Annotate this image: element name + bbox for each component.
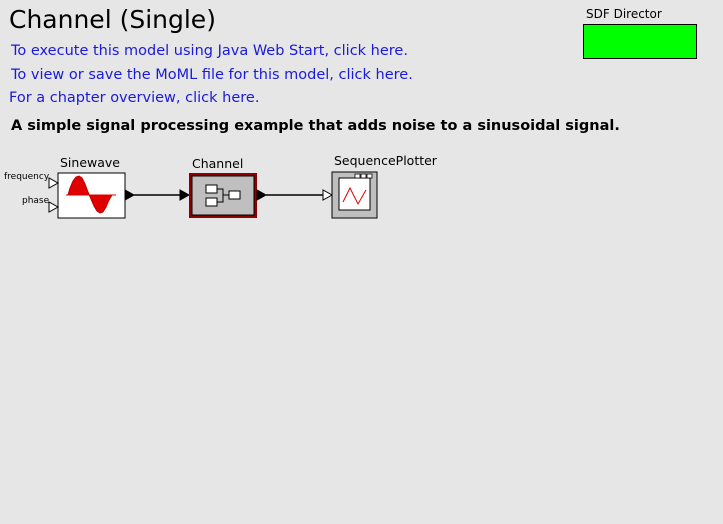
- channel-label: Channel: [192, 156, 244, 171]
- frequency-port: [48, 177, 60, 189]
- phase-port-label: phase: [22, 196, 50, 206]
- sinewave-actor[interactable]: [57, 172, 126, 219]
- page-title: Channel (Single): [9, 5, 216, 34]
- sdf-director-label: SDF Director: [586, 7, 662, 21]
- sequence-plotter-actor[interactable]: [331, 171, 378, 219]
- plot-window-icon: [338, 173, 373, 211]
- plotter-input-port: [322, 189, 334, 201]
- sinewave-label: Sinewave: [60, 155, 120, 170]
- model-description: A simple signal processing example that …: [11, 118, 620, 134]
- channel-output-port: [256, 189, 268, 201]
- sdf-director-block[interactable]: [583, 24, 697, 59]
- java-web-start-link[interactable]: To execute this model using Java Web Sta…: [11, 43, 408, 59]
- sine-wave-icon: [67, 175, 113, 214]
- frequency-port-label: frequency: [4, 172, 50, 182]
- sequence-plotter-label: SequencePlotter: [334, 153, 437, 168]
- phase-port: [48, 201, 60, 213]
- chapter-overview-link[interactable]: For a chapter overview, click here.: [9, 90, 260, 106]
- sinewave-output-port: [124, 189, 136, 201]
- composite-actor-icon: [205, 184, 241, 207]
- channel-actor[interactable]: [189, 173, 257, 218]
- channel-input-port: [179, 189, 191, 201]
- moml-file-link[interactable]: To view or save the MoML file for this m…: [11, 67, 413, 83]
